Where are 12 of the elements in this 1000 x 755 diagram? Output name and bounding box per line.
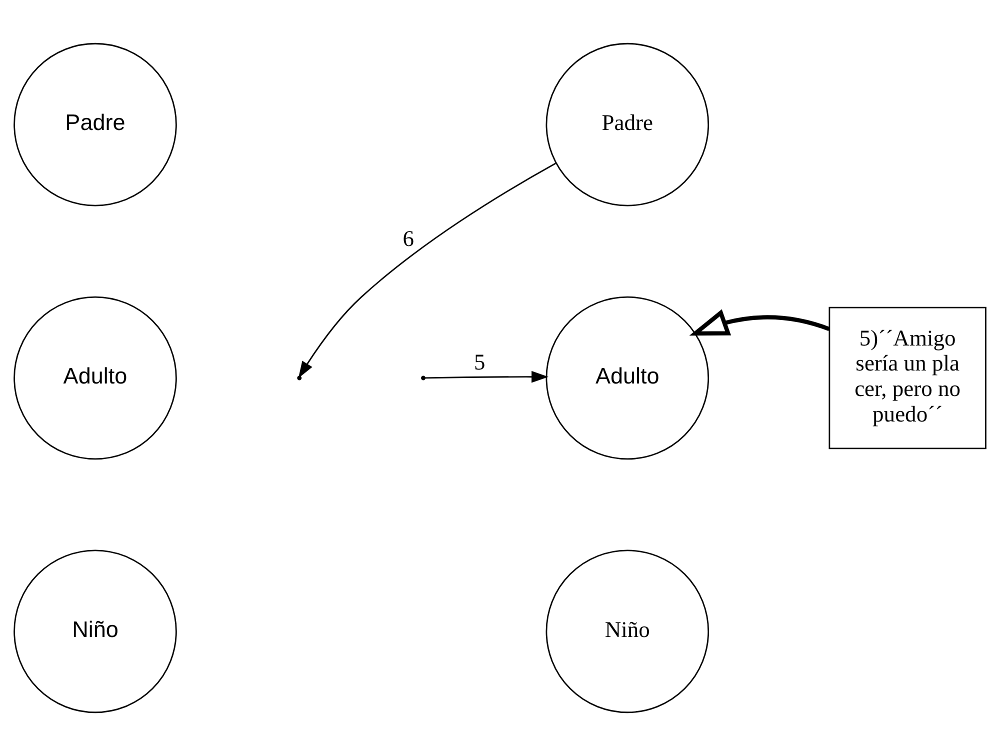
node-circle: Niño	[546, 549, 710, 713]
edge-label: 5	[474, 349, 486, 374]
node-circle: Adulto	[546, 296, 710, 460]
node-circle: Niño	[14, 549, 177, 713]
arrow	[298, 162, 556, 378]
node-circle: Padre	[546, 42, 710, 206]
edge-label: 6	[402, 225, 414, 250]
arrow	[424, 370, 548, 382]
node-circle: Padre	[14, 42, 177, 206]
node-box: 5)´´Amigo sería un pla cer, pero no puedo´´	[828, 306, 986, 449]
arrow	[689, 308, 830, 336]
node-circle: Adulto	[14, 296, 177, 460]
